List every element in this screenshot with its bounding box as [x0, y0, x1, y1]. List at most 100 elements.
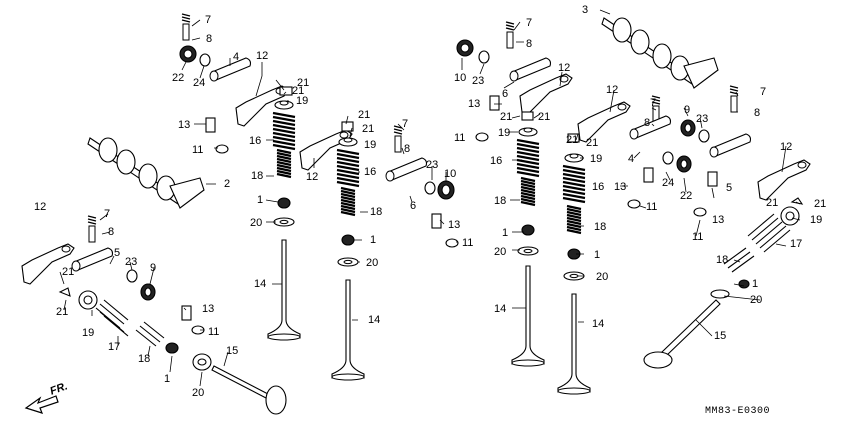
callout-23: 23	[472, 75, 484, 87]
callout-16: 16	[592, 181, 604, 193]
callout-5: 5	[114, 247, 120, 259]
tappet-far-right-part	[693, 171, 718, 217]
callout-17: 17	[790, 238, 802, 250]
spring-left-part	[95, 299, 165, 347]
callout-9: 9	[150, 262, 156, 274]
callout-23: 23	[696, 113, 708, 125]
valve-left-part	[211, 365, 287, 415]
callout-11: 11	[192, 144, 203, 156]
adjuster-screw-far-right-part	[729, 85, 739, 113]
callout-1: 1	[502, 227, 508, 239]
callout-20: 20	[366, 257, 378, 269]
callout-12: 12	[780, 141, 792, 153]
rocker-arm-far-right-part	[757, 159, 811, 201]
callout-11: 11	[646, 201, 657, 213]
valve-assembly-c	[511, 111, 545, 367]
valve-assembly-b	[331, 121, 365, 381]
callout-2: 2	[224, 178, 230, 190]
callout-8: 8	[108, 226, 114, 238]
callout-12: 12	[256, 50, 268, 62]
callout-11: 11	[692, 231, 703, 243]
callout-14: 14	[368, 314, 380, 326]
callout-21: 21	[814, 198, 826, 210]
adjuster-screw-left-part	[87, 215, 97, 243]
callout-20: 20	[192, 387, 204, 399]
callout-8: 8	[526, 38, 532, 50]
o-ring-part	[199, 53, 211, 67]
callout-21: 21	[297, 77, 309, 89]
rocker-shaft-right2-part	[629, 115, 672, 140]
callout-5: 5	[726, 182, 732, 194]
callout-15: 15	[226, 345, 238, 357]
callout-20: 20	[494, 246, 506, 258]
o-ring-center-part	[424, 180, 455, 200]
callout-7: 7	[526, 17, 532, 29]
callout-21: 21	[62, 266, 74, 278]
callout-21: 21	[566, 134, 578, 146]
rocker-shaft-center-part	[385, 157, 428, 182]
callout-19: 19	[296, 95, 308, 107]
callout-6: 6	[410, 200, 416, 212]
callout-21: 21	[56, 306, 68, 318]
callout-14: 14	[494, 303, 506, 315]
callout-3: 3	[582, 4, 588, 16]
leader-lines	[59, 9, 801, 387]
cotter-left-part	[58, 287, 71, 297]
callout-19: 19	[498, 127, 510, 139]
camshaft-part	[87, 137, 205, 209]
valve-assembly-a	[267, 86, 301, 341]
callout-19: 19	[364, 139, 376, 151]
callout-7: 7	[104, 208, 110, 220]
seat-left-part	[192, 353, 212, 371]
callout-18: 18	[594, 221, 606, 233]
callout-19: 19	[810, 214, 822, 226]
tappet-right-part	[475, 95, 500, 142]
rocker-arm-right2-part	[577, 101, 631, 143]
callout-20: 20	[596, 271, 608, 283]
retainer-left-part	[78, 290, 98, 310]
o-ring-left-part	[126, 269, 156, 301]
callout-7: 7	[650, 97, 656, 109]
callout-labels: 7 8 22 24 4 12 21 21 19 13 11 16 2 18 12…	[34, 4, 826, 399]
callout-21: 21	[500, 111, 512, 123]
callout-7: 7	[205, 14, 211, 26]
rocker-arm-right-part	[519, 73, 573, 115]
callout-21: 21	[292, 85, 304, 97]
callout-10: 10	[454, 72, 466, 84]
adjuster-screw-right-part	[505, 21, 515, 49]
callout-4: 4	[628, 153, 634, 165]
collar-left-part	[165, 342, 179, 354]
callout-11: 11	[454, 132, 465, 144]
callout-11: 11	[208, 326, 219, 338]
callout-20: 20	[750, 294, 762, 306]
callout-7: 7	[402, 118, 408, 130]
callout-1: 1	[257, 194, 263, 206]
callout-1: 1	[752, 278, 758, 290]
callout-1: 1	[370, 234, 376, 246]
callout-8: 8	[754, 107, 760, 119]
rocker-shaft-right-part	[509, 57, 552, 82]
oil-seal-right2-part	[662, 119, 710, 173]
callout-18: 18	[370, 206, 382, 218]
callout-7: 7	[760, 86, 766, 98]
callout-12: 12	[558, 62, 570, 74]
adjuster-screw-center-part	[393, 125, 403, 153]
callout-19: 19	[590, 153, 602, 165]
callout-8: 8	[644, 117, 650, 129]
callout-22: 22	[680, 190, 692, 202]
rocker-arm-left-part	[21, 243, 75, 285]
tappet-left-part	[181, 305, 205, 335]
callout-13: 13	[178, 119, 190, 131]
callout-13: 13	[712, 214, 724, 226]
callout-14: 14	[254, 278, 266, 290]
callout-12: 12	[606, 84, 618, 96]
callout-13: 13	[614, 181, 626, 193]
callout-21: 21	[362, 123, 374, 135]
callout-6: 6	[502, 88, 508, 100]
callout-16: 16	[364, 166, 376, 178]
front-direction-arrow-icon	[24, 395, 59, 414]
callout-9: 9	[684, 104, 690, 116]
callout-21: 21	[766, 197, 778, 209]
callout-21: 21	[538, 111, 550, 123]
callout-24: 24	[662, 177, 674, 189]
